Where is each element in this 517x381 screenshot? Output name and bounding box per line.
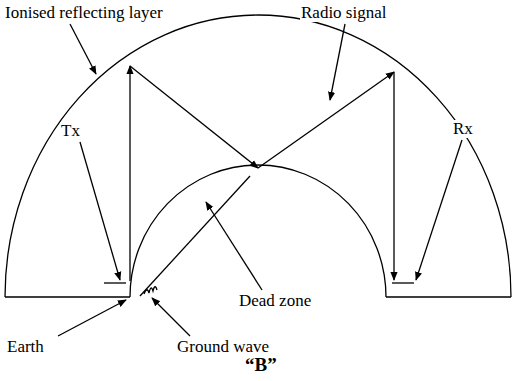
leader-line — [416, 140, 462, 280]
ground-wave-line — [140, 176, 250, 296]
leader-line — [330, 24, 345, 100]
ionised-layer — [5, 15, 511, 297]
leader-line — [70, 24, 96, 74]
part-label: Ionised reflecting layer — [4, 4, 164, 22]
part-label: Tx — [60, 122, 81, 140]
leader-line — [152, 298, 190, 336]
signal-up — [129, 66, 130, 281]
rx-antenna — [392, 282, 414, 283]
part-label: Ground wave — [176, 338, 270, 356]
earth-surface — [130, 165, 386, 297]
part-label: Dead zone — [238, 292, 312, 310]
figure-label: “B” — [244, 356, 278, 374]
part-label: Radio signal — [300, 4, 387, 22]
signal-up-2 — [258, 72, 394, 168]
leader-line — [58, 300, 126, 336]
ground-wave-squiggle — [144, 287, 157, 294]
tx-antenna — [104, 282, 126, 283]
signal-down-2 — [393, 72, 394, 280]
part-label: Rx — [452, 120, 474, 138]
leader-line — [206, 202, 262, 290]
signal-down — [130, 66, 258, 168]
leader-line — [80, 142, 120, 280]
part-label: Earth — [6, 338, 45, 356]
